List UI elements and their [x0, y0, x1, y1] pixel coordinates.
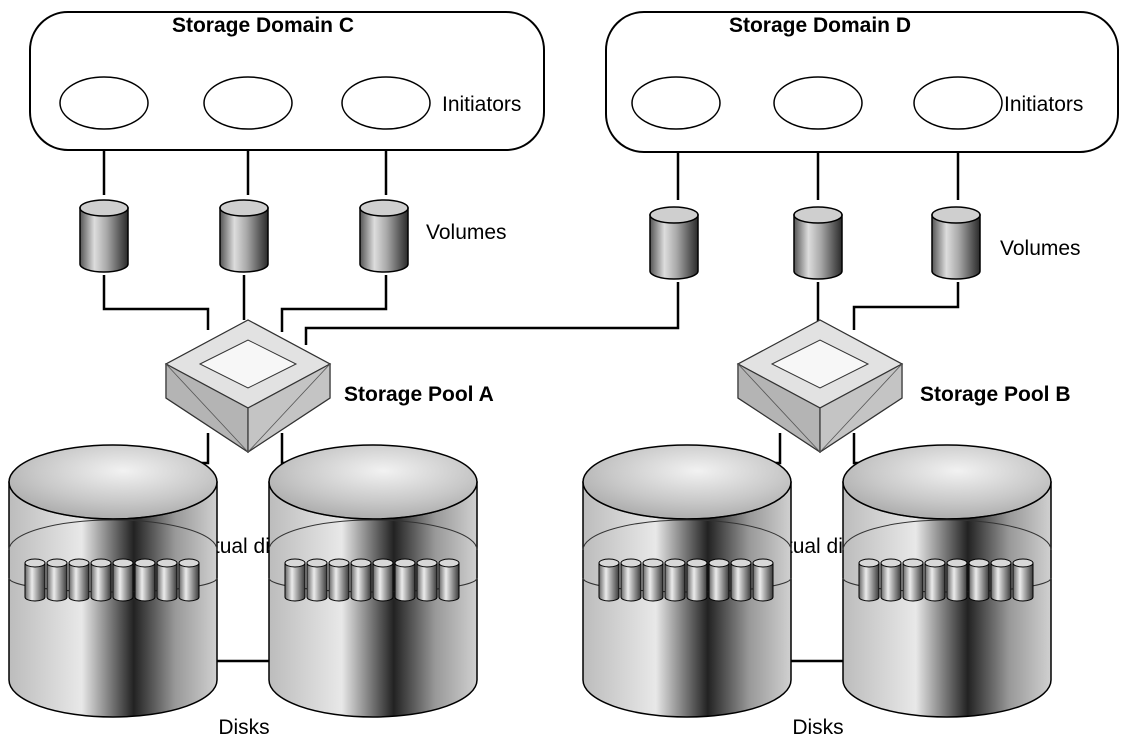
disks-label-left: Disks: [218, 716, 269, 739]
initiator-c3: [341, 76, 431, 130]
virtual-disk-b1: [583, 445, 791, 717]
storage-domain-d: Storage Domain D Initiators: [605, 11, 1119, 153]
volumes-label-d: Volumes: [1000, 237, 1081, 260]
initiator-d1: [631, 76, 721, 130]
storage-domain-c: Storage Domain C Initiators: [29, 11, 545, 151]
volume-c2: [219, 199, 269, 273]
domain-c-title: Storage Domain C: [172, 14, 354, 37]
volumes-group-d: Volumes: [649, 206, 1081, 280]
virtual-disk-b2: [843, 445, 1051, 717]
disks-label-right: Disks: [792, 716, 843, 739]
virtual-disk-a2: [269, 445, 477, 717]
initiators-label-d: Initiators: [1004, 93, 1083, 116]
initiator-c1: [59, 76, 149, 130]
initiator-d3: [913, 76, 1003, 130]
pool-b-shape: [737, 319, 903, 453]
storage-pool-b: Storage Pool B: [737, 319, 1071, 453]
domain-d-title: Storage Domain D: [729, 14, 911, 37]
initiator-d2: [773, 76, 863, 130]
virtual-disks-right: Virtual disks Disks: [583, 445, 1051, 739]
initiators-label-c: Initiators: [442, 93, 521, 116]
virtual-disk-a1: [9, 445, 217, 717]
volume-d1: [649, 206, 699, 280]
pool-b-label: Storage Pool B: [920, 383, 1071, 406]
pool-a-label: Storage Pool A: [344, 383, 494, 406]
volumes-group-c: Volumes: [79, 199, 507, 273]
volumes-label-c: Volumes: [426, 221, 507, 244]
volume-d2: [793, 206, 843, 280]
volume-c1: [79, 199, 129, 273]
volume-d3: [931, 206, 981, 280]
virtual-disks-left: Virtual disks Disks: [9, 445, 477, 739]
storage-pool-a: Storage Pool A: [165, 319, 494, 453]
initiator-c2: [203, 76, 293, 130]
volume-c3: [359, 199, 409, 273]
